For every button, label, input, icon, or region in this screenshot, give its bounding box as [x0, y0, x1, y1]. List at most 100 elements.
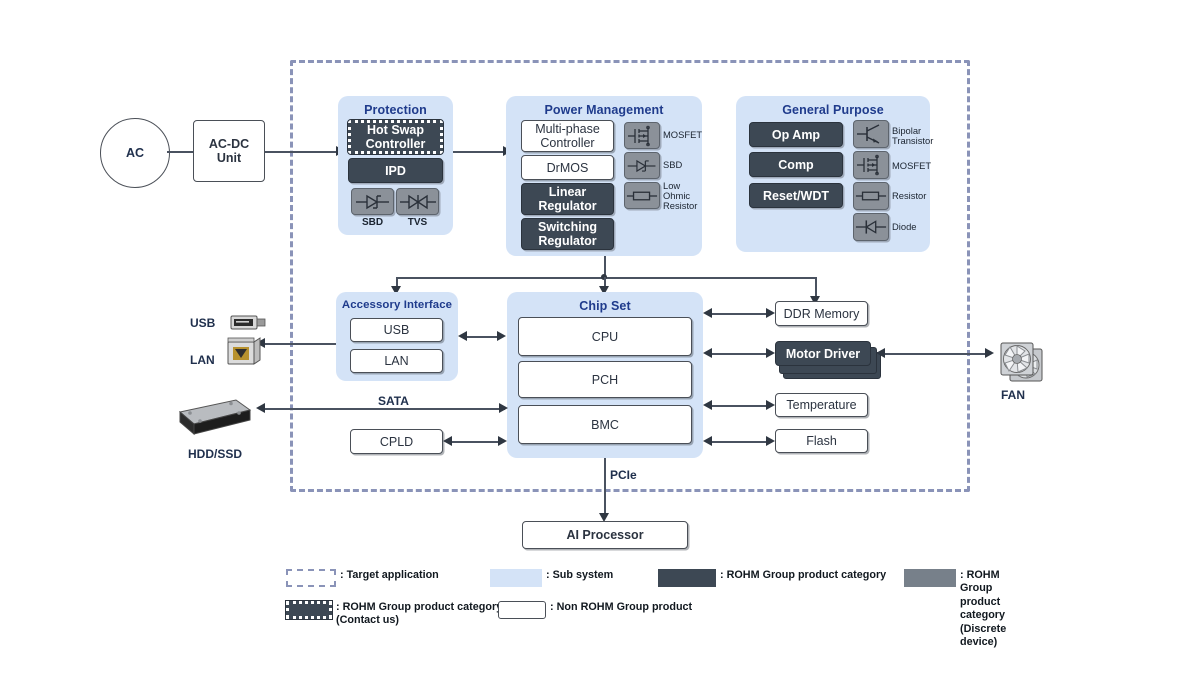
discrete-diode-gp-label: Diode: [892, 221, 917, 232]
arrowhead-cpld-right: [498, 436, 507, 446]
block-lan-label: LAN: [384, 354, 409, 368]
ac-source-label: AC: [125, 146, 145, 160]
mosfet-icon: [628, 125, 650, 146]
discrete-resistor-gp[interactable]: [853, 182, 889, 210]
hdd-ssd-icon: [176, 392, 254, 447]
discrete-tvs-protection[interactable]: [396, 188, 439, 215]
schottky-diode-icon: [627, 159, 656, 172]
legend-item-rohm-product: : ROHM Group product category: [658, 569, 886, 587]
block-comp[interactable]: Comp: [749, 152, 843, 177]
block-ddr-memory-label: DDR Memory: [783, 306, 860, 321]
discrete-low-ohmic-resistor[interactable]: [624, 182, 660, 209]
discrete-diode-gp[interactable]: [853, 213, 889, 241]
block-multi-phase-controller-label: Multi-phase Controller: [535, 122, 600, 150]
bus-label-pcie: PCIe: [610, 468, 637, 482]
legend-swatch-dashed-outline: [286, 569, 336, 587]
subsystem-accessory-interface-title: Accessory Interface: [341, 299, 453, 311]
ac-source: AC: [100, 118, 170, 188]
connector-chipset-temperature: [711, 405, 769, 407]
subsystem-protection-title: Protection: [364, 103, 427, 117]
connector-protection-to-power: [453, 151, 506, 153]
connector-chipset-ddr: [711, 313, 769, 315]
block-switching-regulator[interactable]: Switching Regulator: [521, 218, 614, 250]
connector-chipset-motor: [711, 353, 769, 355]
block-linear-regulator[interactable]: Linear Regulator: [521, 183, 614, 215]
connector-acdc-to-protection: [265, 151, 338, 153]
block-bmc[interactable]: BMC: [518, 405, 692, 444]
discrete-sbd-protection[interactable]: [351, 188, 394, 215]
block-motor-driver-stack[interactable]: Motor Driver: [775, 341, 881, 379]
acdc-unit-label: AC-DC Unit: [208, 137, 250, 165]
block-multi-phase-controller[interactable]: Multi-phase Controller: [521, 120, 614, 152]
legend-label-sub-system: : Sub system: [546, 569, 614, 581]
arrowhead-motor-left: [703, 348, 712, 358]
arrowhead-accessory-left: [458, 331, 467, 341]
block-switching-regulator-label: Switching Regulator: [537, 220, 598, 248]
arrowhead-ddr-left: [703, 308, 712, 318]
block-ipd-label: IPD: [385, 163, 406, 178]
arrowhead-sata-left: [256, 403, 265, 413]
arrowhead-cpld-left: [443, 436, 452, 446]
discrete-mosfet-gp[interactable]: [853, 151, 889, 179]
block-usb[interactable]: USB: [350, 318, 443, 342]
block-bmc-label: BMC: [591, 417, 619, 432]
connector-power-to-chipset: [604, 277, 606, 288]
arrowhead-to-accessory-interface: [391, 286, 401, 295]
block-cpld[interactable]: CPLD: [350, 429, 443, 454]
arrowhead-flash-left: [703, 436, 712, 446]
subsystem-power-management-title: Power Management: [544, 103, 664, 117]
block-ai-processor[interactable]: AI Processor: [522, 521, 688, 549]
block-motor-driver-label: Motor Driver: [785, 346, 861, 361]
block-pch[interactable]: PCH: [518, 361, 692, 398]
subsystem-general-purpose-title: General Purpose: [782, 103, 884, 117]
acdc-unit-block: AC-DC Unit: [193, 120, 265, 182]
external-usb-label: USB: [190, 316, 216, 330]
subsystem-chip-set-title: Chip Set: [579, 299, 631, 313]
discrete-mosfet-gp-label: MOSFET: [892, 160, 932, 171]
legend-swatch-light-blue-fill: [490, 569, 542, 587]
bus-label-sata: SATA: [378, 394, 409, 408]
connector-external-io: [262, 343, 336, 345]
block-motor-driver[interactable]: Motor Driver: [775, 341, 871, 366]
legend-label-rohm-discrete: : ROHM Group product category (Discrete …: [960, 569, 1007, 649]
block-cpu[interactable]: CPU: [518, 317, 692, 356]
block-pch-label: PCH: [591, 372, 619, 387]
connector-power-to-ddr: [815, 277, 817, 298]
target-application-boundary: [290, 60, 970, 492]
discrete-mosfet-power-label: MOSFET: [663, 129, 703, 140]
block-hot-swap-controller-label: Hot Swap Controller: [365, 123, 426, 151]
discrete-sbd-power[interactable]: [624, 152, 660, 179]
discrete-sbd-protection-label: SBD: [361, 217, 384, 228]
block-reset-wdt[interactable]: Reset/WDT: [749, 183, 843, 208]
legend-item-target-application: : Target application: [286, 569, 439, 587]
legend-swatch-dark-fill: [658, 569, 716, 587]
legend-swatch-white-outline: [498, 601, 546, 619]
block-cpu-label: CPU: [591, 329, 619, 344]
arrowhead-temperature-left: [703, 400, 712, 410]
discrete-bipolar-transistor-label: Bipolar Transistor: [892, 125, 934, 146]
discrete-mosfet-power[interactable]: [624, 122, 660, 149]
block-hot-swap-controller[interactable]: Hot Swap Controller: [347, 119, 444, 155]
block-linear-regulator-label: Linear Regulator: [538, 185, 597, 213]
block-temperature-label: Temperature: [786, 398, 857, 412]
block-ddr-memory[interactable]: DDR Memory: [775, 301, 868, 326]
connector-sata: [262, 408, 505, 410]
block-op-amp-label: Op Amp: [771, 127, 821, 142]
block-lan[interactable]: LAN: [350, 349, 443, 373]
arrowhead-chipset-right: [497, 331, 506, 341]
resistor-icon: [626, 191, 658, 200]
discrete-resistor-gp-label: Resistor: [892, 190, 927, 201]
discrete-low-ohmic-resistor-label: Low Ohmic Resistor: [663, 180, 698, 211]
connector-power-bus-drop: [604, 256, 606, 278]
block-temperature[interactable]: Temperature: [775, 393, 868, 417]
discrete-bipolar-transistor[interactable]: [853, 120, 889, 148]
block-ipd[interactable]: IPD: [348, 158, 443, 183]
block-cpld-label: CPLD: [379, 434, 414, 449]
diode-icon: [855, 220, 887, 234]
block-flash[interactable]: Flash: [775, 429, 868, 453]
block-drmos[interactable]: DrMOS: [521, 155, 614, 180]
block-comp-label: Comp: [778, 157, 814, 172]
block-op-amp[interactable]: Op Amp: [749, 122, 843, 147]
legend-label-non-rohm: : Non ROHM Group product: [550, 601, 693, 613]
connector-motor-to-fan: [884, 353, 990, 355]
